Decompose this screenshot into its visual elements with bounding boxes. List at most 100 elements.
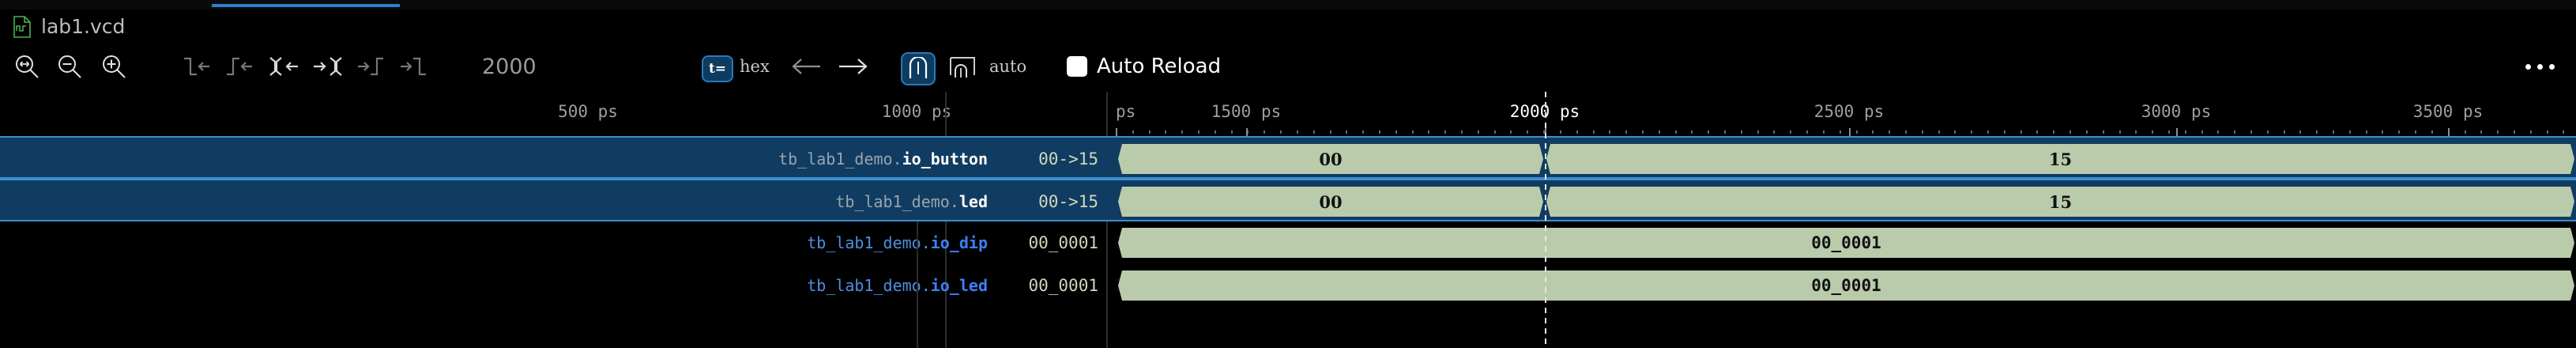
ruler-minor-tick — [2382, 130, 2383, 134]
signal-value: 00->15 — [1038, 192, 1098, 211]
ruler-minor-tick — [2563, 130, 2564, 134]
ruler-minor-tick — [1872, 130, 1874, 134]
active-tab-indicator[interactable] — [212, 4, 400, 7]
ruler-minor-tick — [1724, 130, 1726, 134]
radix-button[interactable]: t= — [702, 55, 733, 82]
waveform-mode-compact-icon[interactable] — [945, 52, 980, 85]
ruler-minor-tick — [2530, 130, 2532, 134]
ruler-minor-tick — [2415, 130, 2416, 134]
radix-label: hex — [740, 57, 770, 76]
ruler-minor-tick — [1905, 130, 1907, 134]
ruler-minor-tick — [1478, 130, 1479, 134]
signal-scope: tb_lab1_demo. — [835, 192, 959, 211]
kebab-dot — [2537, 63, 2543, 70]
signal-waveform[interactable]: 00_000000_0001 — [1117, 264, 2576, 307]
ruler-minor-tick — [2514, 130, 2515, 134]
ruler-minor-tick — [1395, 130, 1397, 134]
auto-reload-checkbox[interactable]: Auto Reload — [1067, 44, 1221, 89]
signal-row[interactable]: tb_lab1_demo.led 00->15 00 15 — [0, 179, 2576, 221]
ruler-minor-tick — [1132, 130, 1134, 134]
title-bar: lab1.vcd — [0, 9, 2576, 43]
file-name-label: lab1.vcd — [41, 15, 126, 38]
zoom-fit-icon[interactable] — [9, 44, 44, 89]
ruler-tick-label: ps — [1116, 102, 1136, 121]
ruler-minor-tick — [2152, 130, 2153, 134]
auto-reload-checkbox-box[interactable] — [1067, 56, 1087, 77]
undo-icon[interactable] — [787, 44, 825, 89]
ruler-minor-tick — [1741, 130, 1742, 134]
ruler-minor-tick — [2366, 130, 2367, 134]
ruler-minor-tick — [2349, 130, 2351, 134]
signal-waveform[interactable]: 00_000000_0001 — [1117, 221, 2576, 264]
transition-marker — [917, 221, 918, 348]
ruler-minor-tick — [1576, 130, 1578, 134]
signal-name[interactable]: tb_lab1_demo.io_dip — [807, 221, 988, 264]
ruler-minor-tick — [2497, 130, 2499, 134]
auto-reload-label: Auto Reload — [1097, 55, 1222, 78]
waveform-segment: 15 — [1546, 187, 2574, 217]
signal-value: 00_0001 — [1028, 233, 1098, 252]
ruler-minor-tick — [1149, 130, 1151, 134]
ruler-minor-tick — [1773, 130, 1775, 134]
ruler-major-tick — [2176, 128, 2178, 136]
prev-rising-edge-icon[interactable] — [223, 44, 258, 89]
signal-identifier: io_dip — [930, 233, 988, 252]
ruler-minor-tick — [2267, 130, 2269, 134]
ruler-minor-tick — [1675, 130, 1677, 134]
next-falling-edge-icon[interactable] — [395, 44, 430, 89]
ruler-minor-tick — [2316, 130, 2318, 134]
cursor-time-value[interactable]: 2000 — [482, 54, 537, 79]
ruler-minor-tick — [2103, 130, 2104, 134]
ruler-minor-tick — [1181, 130, 1183, 134]
ruler-minor-tick — [1198, 130, 1199, 134]
waveform-segment: 00_0001 — [1118, 228, 2574, 258]
zoom-in-icon[interactable] — [96, 44, 131, 89]
ruler-minor-tick — [1346, 130, 1347, 134]
ruler-tick-label: 3000 ps — [2141, 102, 2212, 121]
prev-transition-icon[interactable] — [266, 44, 303, 89]
ruler-minor-tick — [1444, 130, 1446, 134]
signal-identifier: io_led — [930, 276, 988, 295]
ruler-minor-tick — [2333, 130, 2334, 134]
signal-waveform[interactable]: 00 15 — [1117, 180, 2576, 223]
ruler-minor-tick — [1889, 130, 1890, 134]
ruler-minor-tick — [1215, 130, 1216, 134]
ruler-major-tick — [2448, 128, 2450, 136]
signal-name[interactable]: tb_lab1_demo.io_button — [778, 138, 988, 180]
ruler-minor-tick — [1313, 130, 1315, 134]
redo-icon[interactable] — [834, 44, 872, 89]
ruler-minor-tick — [1494, 130, 1496, 134]
ruler-minor-tick — [1362, 130, 1364, 134]
waveform-segment-label: 00_0001 — [1811, 276, 1881, 295]
ruler-minor-tick — [1461, 130, 1463, 134]
ruler-minor-tick — [2284, 130, 2285, 134]
more-options-icon[interactable] — [2525, 44, 2555, 89]
prev-falling-edge-icon[interactable] — [180, 44, 215, 89]
zoom-out-icon[interactable] — [52, 44, 87, 89]
signal-identifier: io_button — [902, 149, 988, 168]
ruler-minor-tick — [2036, 130, 2038, 134]
waveform-mode-full-icon[interactable] — [901, 52, 936, 85]
ruler-minor-tick — [1330, 130, 1331, 134]
signal-name[interactable]: tb_lab1_demo.io_led — [807, 264, 988, 307]
kebab-dot — [2549, 63, 2555, 70]
ruler-major-tick — [1246, 128, 1248, 136]
ruler-minor-tick — [1560, 130, 1561, 134]
time-cursor[interactable] — [1545, 92, 1546, 348]
kebab-dot — [2525, 63, 2531, 70]
next-rising-edge-icon[interactable] — [352, 44, 387, 89]
waveform-segment-label: 00 — [1319, 191, 1343, 212]
signal-scope: tb_lab1_demo. — [778, 149, 902, 168]
ruler-minor-tick — [1593, 130, 1595, 134]
next-transition-icon[interactable] — [308, 44, 346, 89]
ruler-minor-tick — [2185, 130, 2186, 134]
ruler-minor-tick — [1165, 130, 1166, 134]
ruler-minor-tick — [2547, 130, 2548, 134]
signal-name[interactable]: tb_lab1_demo.led — [835, 180, 988, 223]
